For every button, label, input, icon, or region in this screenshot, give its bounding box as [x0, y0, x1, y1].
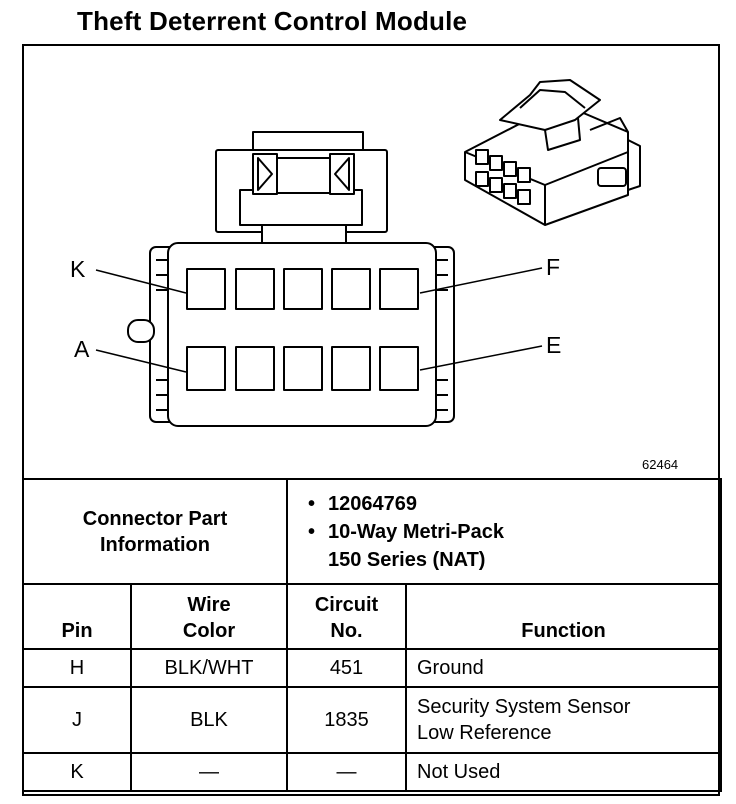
- header-pin: Pin: [22, 583, 132, 650]
- header-wire-color: Wire Color: [130, 583, 288, 650]
- cell-wire-color: —: [130, 752, 288, 792]
- cell-pin: H: [22, 648, 132, 688]
- pin-label-f: F: [546, 254, 561, 280]
- diagram-frame: [22, 44, 720, 796]
- cell-wire-color: BLK: [130, 686, 288, 754]
- cell-function: Security System Sensor Low Reference: [405, 686, 722, 754]
- part-number: 12064769: [308, 490, 720, 518]
- pin-label-k: K: [70, 256, 86, 282]
- connector-latch: [215, 131, 388, 246]
- header-function: Function: [405, 583, 722, 650]
- leader-line-k: [95, 269, 187, 294]
- leader-line-a: [95, 349, 187, 373]
- page-title: Theft Deterrent Control Module: [77, 6, 468, 36]
- pin-label-e: E: [546, 332, 562, 358]
- cell-function: Ground: [405, 648, 722, 688]
- table-row: K — — Not Used: [22, 752, 722, 792]
- leader-line-f: [419, 267, 543, 294]
- cell-pin: J: [22, 686, 132, 754]
- pin-label-a: A: [74, 336, 90, 362]
- cell-wire-color: BLK/WHT: [130, 648, 288, 688]
- cell-pin: K: [22, 752, 132, 792]
- cell-circuit: 1835: [286, 686, 407, 754]
- table-row: H BLK/WHT 451 Ground: [22, 648, 722, 688]
- header-circuit-no: Circuit No.: [286, 583, 407, 650]
- figure-number: 62464: [642, 457, 679, 472]
- connector-info-table: Connector Part Information 12064769 10-W…: [22, 478, 722, 792]
- connector-part-row: Connector Part Information 12064769 10-W…: [22, 478, 722, 585]
- connector-iso-illustration: [464, 79, 641, 226]
- cell-circuit: 451: [286, 648, 407, 688]
- cell-circuit: —: [286, 752, 407, 792]
- leader-line-e: [419, 345, 543, 371]
- table-header-row: Pin Wire Color Circuit No. Function: [22, 583, 722, 650]
- connector-part-label: Connector Part Information: [22, 478, 288, 585]
- cavity-row-bottom: [186, 346, 419, 391]
- cavity-row-top: [186, 268, 419, 310]
- table-row: J BLK 1835 Security System Sensor Low Re…: [22, 686, 722, 754]
- cell-function: Not Used: [405, 752, 722, 792]
